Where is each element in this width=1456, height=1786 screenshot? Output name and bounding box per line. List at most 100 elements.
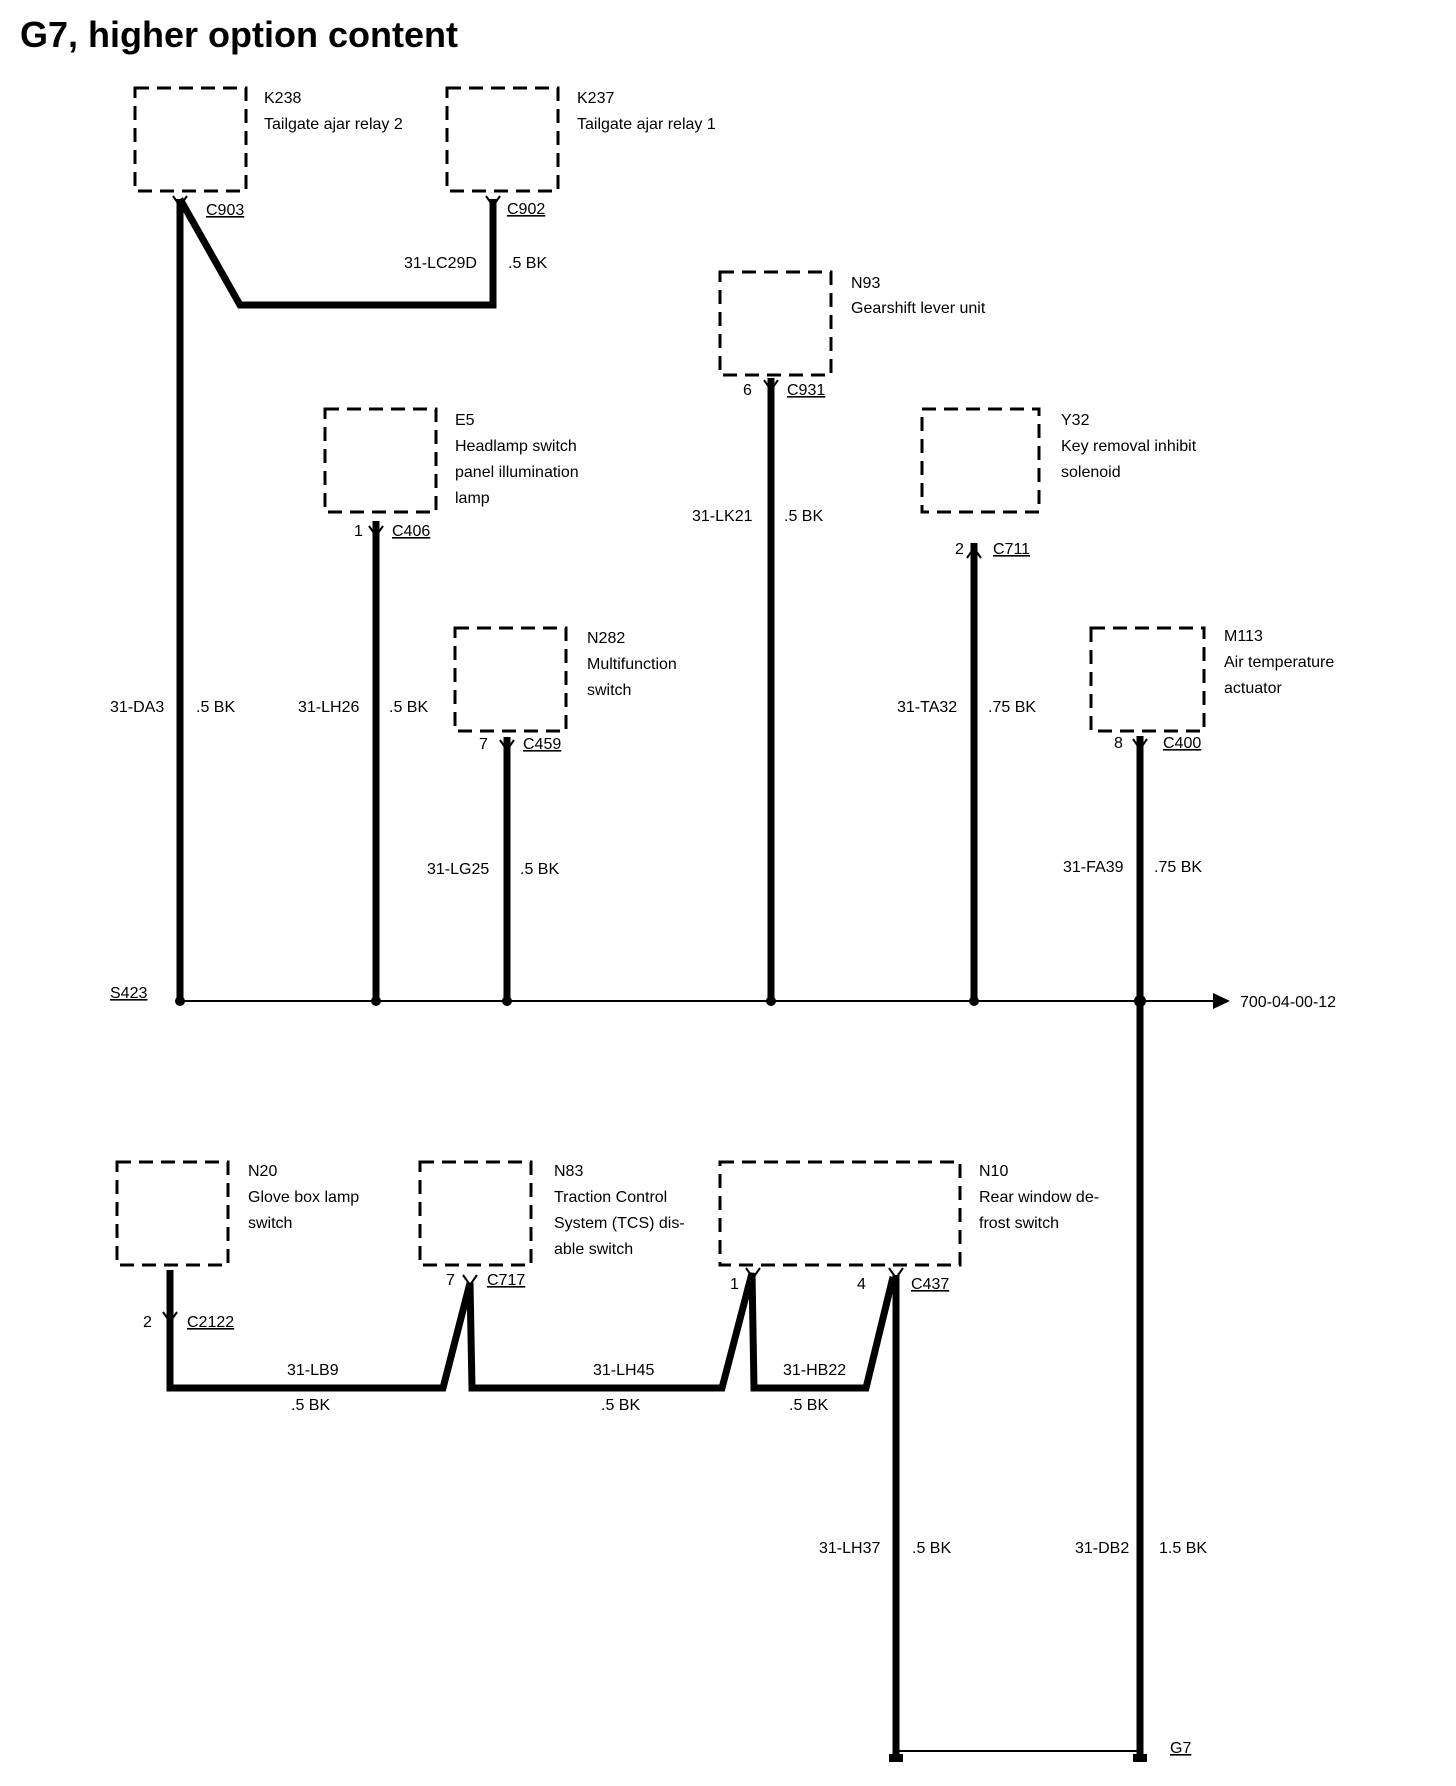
- component-k237-id: K237: [577, 90, 614, 107]
- bus-arrow: [1213, 993, 1230, 1009]
- pin-markers: [162, 195, 1148, 1324]
- wire-31-lh26-code: 31-LH26: [298, 699, 359, 716]
- component-n20-desc-1: Glove box lamp: [248, 1189, 359, 1206]
- wire-31-lc29d-spec: .5 BK: [508, 255, 547, 272]
- component-y32-desc-1: Key removal inhibit: [1061, 438, 1197, 455]
- wire-31-db2-code: 31-DB2: [1075, 1540, 1129, 1557]
- component-y32-id: Y32: [1061, 412, 1090, 429]
- component-e5: E5 Headlamp switch panel illumination la…: [323, 407, 579, 540]
- wire-31-lb9-spec: .5 BK: [291, 1397, 330, 1414]
- component-m113-id: M113: [1224, 628, 1263, 645]
- component-e5-box: [323, 407, 438, 514]
- component-m113-box: [1089, 626, 1206, 733]
- wire-31-db2-spec: 1.5 BK: [1159, 1540, 1207, 1557]
- pin-8: 8: [1114, 735, 1123, 752]
- component-n93: N93 Gearshift lever unit 6 C931: [718, 270, 986, 399]
- wire-31-lk21-spec: .5 BK: [784, 508, 823, 525]
- component-k237-desc: Tailgate ajar relay 1: [577, 116, 716, 133]
- component-n20-desc-2: switch: [248, 1215, 292, 1232]
- pin-2-c2122: 2: [143, 1314, 152, 1331]
- component-e5-desc-2: panel illumination: [455, 464, 579, 481]
- component-n20-id: N20: [248, 1163, 277, 1180]
- splice-dot-fa39: [1134, 995, 1146, 1007]
- splice-dot-lk21: [766, 996, 776, 1006]
- component-n10-id: N10: [979, 1163, 1008, 1180]
- connector-c406: C406: [392, 523, 430, 540]
- wire-31-fa39-spec: .75 BK: [1154, 859, 1202, 876]
- wire-31-lh37-code: 31-LH37: [819, 1540, 880, 1557]
- component-n282-box: [453, 626, 568, 733]
- wire-31-hb22-code: 31-HB22: [783, 1362, 846, 1379]
- wire-31-lh45-code: 31-LH45: [593, 1362, 654, 1379]
- component-n10-box: [718, 1160, 962, 1267]
- pin-marker-c437-1: [745, 1267, 761, 1280]
- splice-dots: [175, 995, 1146, 1007]
- wires: 31-LC29D .5 BK 31-DA3 .5 BK 31-LH26 .5 B…: [110, 197, 1207, 1760]
- component-n10-desc-1: Rear window de-: [979, 1189, 1099, 1206]
- pin-marker-c903: [172, 195, 188, 208]
- wire-31-da3-code: 31-DA3: [110, 699, 164, 716]
- connector-c437: C437: [911, 1276, 949, 1293]
- connector-c711: C711: [993, 541, 1030, 558]
- pin-7-c717: 7: [446, 1272, 455, 1289]
- splice-s423: S423: [110, 985, 147, 1002]
- component-n83-desc-1: Traction Control: [554, 1189, 667, 1206]
- connector-c717: C717: [487, 1272, 525, 1289]
- component-n93-desc: Gearshift lever unit: [851, 300, 986, 317]
- wire-31-lc29d-code: 31-LC29D: [404, 255, 477, 272]
- component-e5-id: E5: [455, 412, 475, 429]
- wire-31-ta32-code: 31-TA32: [897, 699, 957, 716]
- component-e5-desc-3: lamp: [455, 490, 490, 507]
- pin-marker-c400: [1132, 738, 1148, 751]
- component-y32-desc-2: solenoid: [1061, 464, 1121, 481]
- component-n282: N282 Multifunction switch 7 C459: [453, 626, 677, 753]
- component-k238-box: [133, 86, 248, 193]
- connector-c931: C931: [787, 382, 825, 399]
- connector-c400: C400: [1163, 735, 1201, 752]
- wire-31-ta32-spec: .75 BK: [988, 699, 1036, 716]
- component-n93-box: [718, 270, 833, 377]
- connector-c2122: C2122: [187, 1314, 234, 1331]
- component-n10-desc-2: frost switch: [979, 1215, 1059, 1232]
- ground-label: G7: [1170, 1740, 1191, 1757]
- pin-marker-c717: [462, 1274, 478, 1287]
- component-n10: N10 Rear window de- frost switch 1 4 C43…: [718, 1160, 1099, 1293]
- wire-31-fa39-code: 31-FA39: [1063, 859, 1124, 876]
- component-n20: N20 Glove box lamp switch 2 C2122: [115, 1160, 359, 1331]
- component-k237: K237 Tailgate ajar relay 1 C902: [445, 86, 716, 218]
- pin-7: 7: [479, 736, 488, 753]
- component-n282-desc-1: Multifunction: [587, 656, 677, 673]
- ground-terminal-2: [1133, 1754, 1147, 1762]
- component-k237-box: [445, 86, 560, 193]
- component-n20-box: [115, 1160, 230, 1267]
- component-n83-id: N83: [554, 1163, 583, 1180]
- reference-label: 700-04-00-12: [1240, 994, 1336, 1011]
- wire-31-lb9-code: 31-LB9: [287, 1362, 339, 1379]
- component-n83-box: [418, 1160, 533, 1267]
- component-n83-desc-2: System (TCS) dis-: [554, 1215, 685, 1232]
- component-n282-desc-2: switch: [587, 682, 631, 699]
- pin-marker-c711: [966, 546, 982, 559]
- component-k238-desc: Tailgate ajar relay 2: [264, 116, 403, 133]
- pin-1: 1: [354, 523, 363, 540]
- wire-31-hb22-spec: .5 BK: [789, 1397, 828, 1414]
- pin-6: 6: [743, 382, 752, 399]
- component-k238-id: K238: [264, 90, 301, 107]
- component-n83: N83 Traction Control System (TCS) dis- a…: [418, 1160, 685, 1289]
- pin-marker-c902: [485, 195, 501, 208]
- splice-bus: S423 700-04-00-12: [110, 985, 1336, 1011]
- pin-1-c437: 1: [730, 1276, 739, 1293]
- component-y32-box: [920, 407, 1041, 514]
- component-y32: Y32 Key removal inhibit solenoid 2 C711: [920, 407, 1197, 558]
- component-n282-id: N282: [587, 630, 625, 647]
- wire-31-lk21-code: 31-LK21: [692, 508, 753, 525]
- splice-dot-da3: [175, 996, 185, 1006]
- wire-31-lh26-spec: .5 BK: [389, 699, 428, 716]
- pin-2: 2: [955, 541, 964, 558]
- connector-c902: C902: [507, 201, 545, 218]
- pin-marker-c931: [763, 379, 779, 392]
- wire-31-lh37-spec: .5 BK: [912, 1540, 951, 1557]
- pin-4-c437: 4: [857, 1276, 866, 1293]
- wire-31-lb9-lh45-hb22: [166, 1270, 897, 1392]
